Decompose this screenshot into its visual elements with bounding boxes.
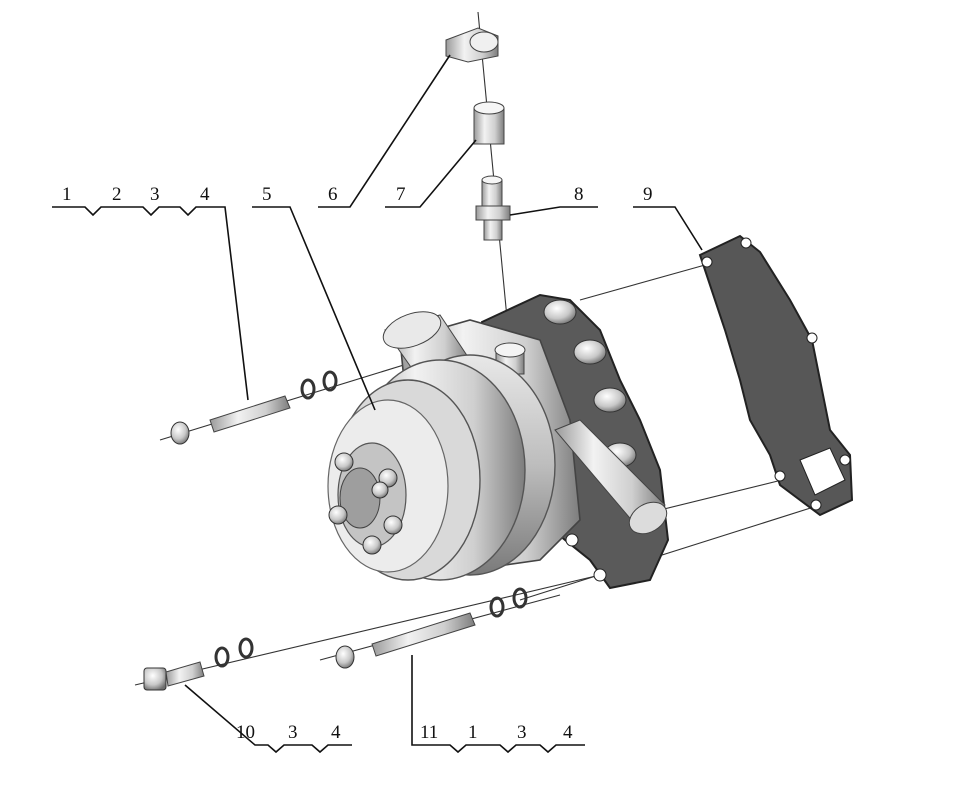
callout-group-top-left: 1 2 3 4 [62, 184, 210, 205]
assembly-axes [134, 11, 821, 686]
callout-6: 6 [328, 184, 338, 205]
lower-bolt-set [143, 637, 254, 691]
callout-4c: 4 [563, 722, 573, 743]
upper-stud-set [170, 370, 338, 445]
callout-group-bottom-left: 10 3 4 [236, 722, 341, 743]
callout-4b: 4 [331, 722, 341, 743]
pulley-hub [327, 354, 556, 581]
callout-7: 7 [396, 184, 406, 205]
gasket [698, 234, 854, 517]
callout-5: 5 [262, 184, 272, 205]
callout-1b: 1 [468, 722, 478, 743]
callout-9: 9 [643, 184, 653, 205]
callout-8: 8 [574, 184, 584, 205]
fitting-part [475, 175, 511, 241]
callout-11: 11 [420, 722, 438, 743]
callout-1: 1 [62, 184, 72, 205]
clip-part [445, 27, 499, 63]
callout-3b: 3 [288, 722, 298, 743]
callout-4: 4 [200, 184, 210, 205]
lower-stud-set [335, 587, 528, 669]
sleeve-part [473, 101, 505, 145]
callout-2: 2 [112, 184, 122, 205]
callout-leaders [52, 54, 703, 754]
callout-group-bottom-right: 11 1 3 4 [420, 722, 573, 743]
callout-3: 3 [150, 184, 160, 205]
callout-3c: 3 [517, 722, 527, 743]
callout-10: 10 [236, 722, 255, 743]
